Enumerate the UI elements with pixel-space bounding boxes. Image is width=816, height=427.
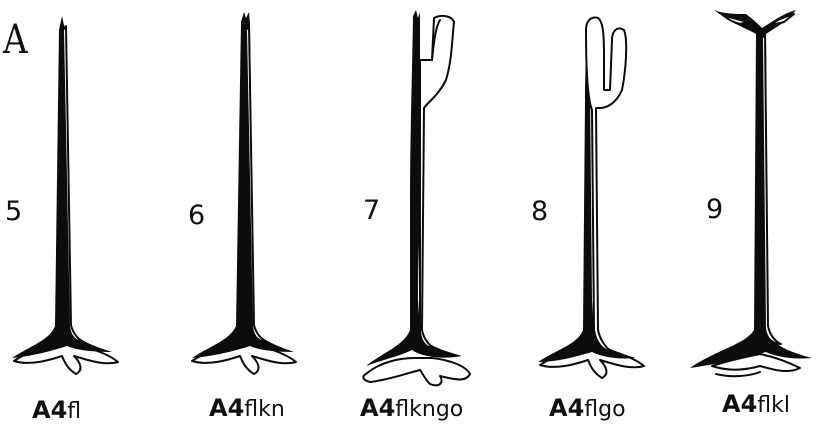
figure-label-8: A4flgo [549,396,626,421]
figure-5-stem [12,16,118,374]
figure-label-8-suffix: flgo [584,397,625,422]
figure-6-stem [192,12,296,374]
figure-number-8: 8 [531,198,548,225]
figure-label-5: A4fl [32,398,81,423]
figure-label-5-suffix: fl [67,399,81,424]
figure-label-6-prefix: A4 [209,394,244,422]
figure-number-5: 5 [5,198,22,225]
figure-label-5-prefix: A4 [32,396,67,424]
figure-number-7: 7 [363,197,380,224]
figure-label-9-suffix: flkl [757,393,790,418]
figure-8-stem [538,18,644,379]
figure-number-6: 6 [188,202,205,229]
figure-label-6: A4flkn [209,396,285,421]
figure-label-7-suffix: flkngo [395,397,463,422]
figure-label-7: A4flkngo [360,396,463,421]
figure-label-9-prefix: A4 [722,390,757,418]
figure-label-9: A4flkl [722,392,790,417]
figure-label-8-prefix: A4 [549,394,584,422]
figure-number-9: 9 [706,196,723,223]
figure-label-7-prefix: A4 [360,394,395,422]
figure-label-6-suffix: flkn [244,397,285,422]
